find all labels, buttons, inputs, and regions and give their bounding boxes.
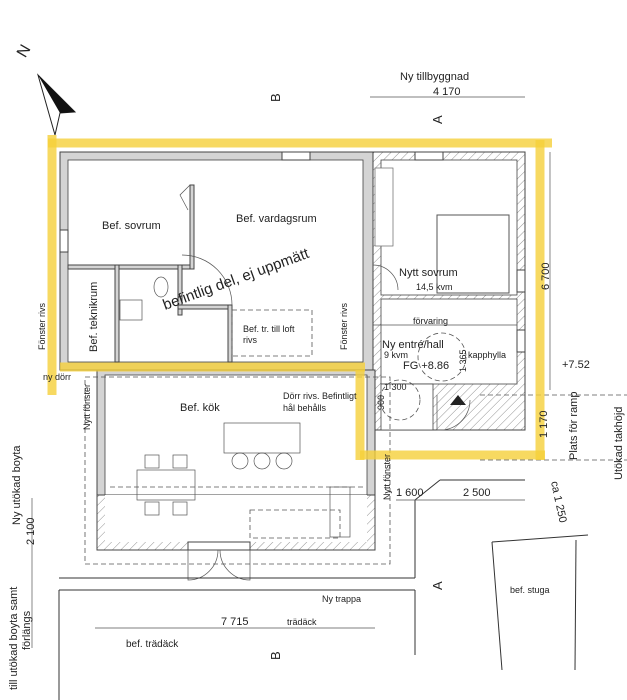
room-ny-entre-area: 9 kvm xyxy=(384,350,408,360)
window-removed-left: Fönster rivs xyxy=(37,302,47,350)
dim-1600: 1 600 xyxy=(396,487,424,499)
room-bef-sovrum: Bef. sovrum xyxy=(102,220,161,232)
dim-7715: 7 715 xyxy=(221,616,249,628)
window-removed-mid: Fönster rivs xyxy=(339,302,349,350)
room-ny-entre: Ny entré/hall xyxy=(382,339,444,351)
stair-loft-note-2: rivs xyxy=(243,335,257,345)
highlight-markup xyxy=(47,135,552,460)
north-arrow-icon: N xyxy=(14,42,77,136)
new-door-label: ny dörr xyxy=(43,372,71,382)
extension-width: 4 170 xyxy=(433,86,461,98)
room-bef-kok: Bef. kök xyxy=(180,402,220,414)
existing-cabin-label: bef. stuga xyxy=(510,585,550,595)
stair-loft-note-1: Bef. tr. till loft xyxy=(243,324,295,334)
new-window-right: Nytt fönster xyxy=(382,454,392,500)
dim-1250: ca 1 250 xyxy=(548,480,569,524)
dim-6700: 6 700 xyxy=(540,262,552,290)
new-extension xyxy=(372,151,526,431)
site-lines xyxy=(31,96,627,700)
new-living-area-label: Ny utökad boyta xyxy=(11,445,23,525)
new-window-left: Nytt fönster xyxy=(82,384,92,430)
dim-1365: 1 365 xyxy=(458,349,468,372)
section-a-bottom: A xyxy=(430,581,445,590)
increased-ceiling-label: Utökad takhöjd xyxy=(613,407,625,480)
ground-level: +7.52 xyxy=(562,359,590,371)
section-a-top: A xyxy=(430,115,445,124)
door-note-2: hål behålls xyxy=(283,403,327,413)
room-bef-vardagsrum: Bef. vardagsrum xyxy=(236,213,317,225)
section-b-bottom: B xyxy=(268,651,283,660)
extension-title: Ny tillbyggnad xyxy=(400,71,469,83)
extended-area-label-2: förlängs xyxy=(21,610,33,650)
dim-2500: 2 500 xyxy=(463,487,491,499)
extended-area-label-1: till utökad boyta samt xyxy=(8,587,20,690)
dim-900: 900 xyxy=(376,395,386,410)
room-nytt-sovrum: Nytt sovrum xyxy=(399,267,458,279)
dim-2100: 2 100 xyxy=(25,517,37,545)
existing-building xyxy=(59,151,374,371)
north-label: N xyxy=(14,42,35,61)
coat-rack-label: kapphylla xyxy=(468,350,506,360)
new-stair-label: Ny trappa xyxy=(322,594,361,604)
kitchen-area xyxy=(84,369,391,581)
floor-level: FG +8.86 xyxy=(403,360,449,372)
dim-1300: 1 300 xyxy=(384,382,407,392)
dim-1170: 1 170 xyxy=(538,410,550,438)
deck-label: trädäck xyxy=(287,617,317,627)
room-bef-teknikrum: Bef. teknikrum xyxy=(88,282,100,352)
room-nytt-sovrum-area: 14,5 kvm xyxy=(416,282,453,292)
room-forvaring: förvaring xyxy=(413,316,448,326)
existing-deck-label: bef. trädäck xyxy=(126,639,179,650)
section-b-top: B xyxy=(268,93,283,102)
door-note-1: Dörr rivs. Befintligt xyxy=(283,391,357,401)
ramp-space-label: Plats för ramp xyxy=(568,392,580,460)
